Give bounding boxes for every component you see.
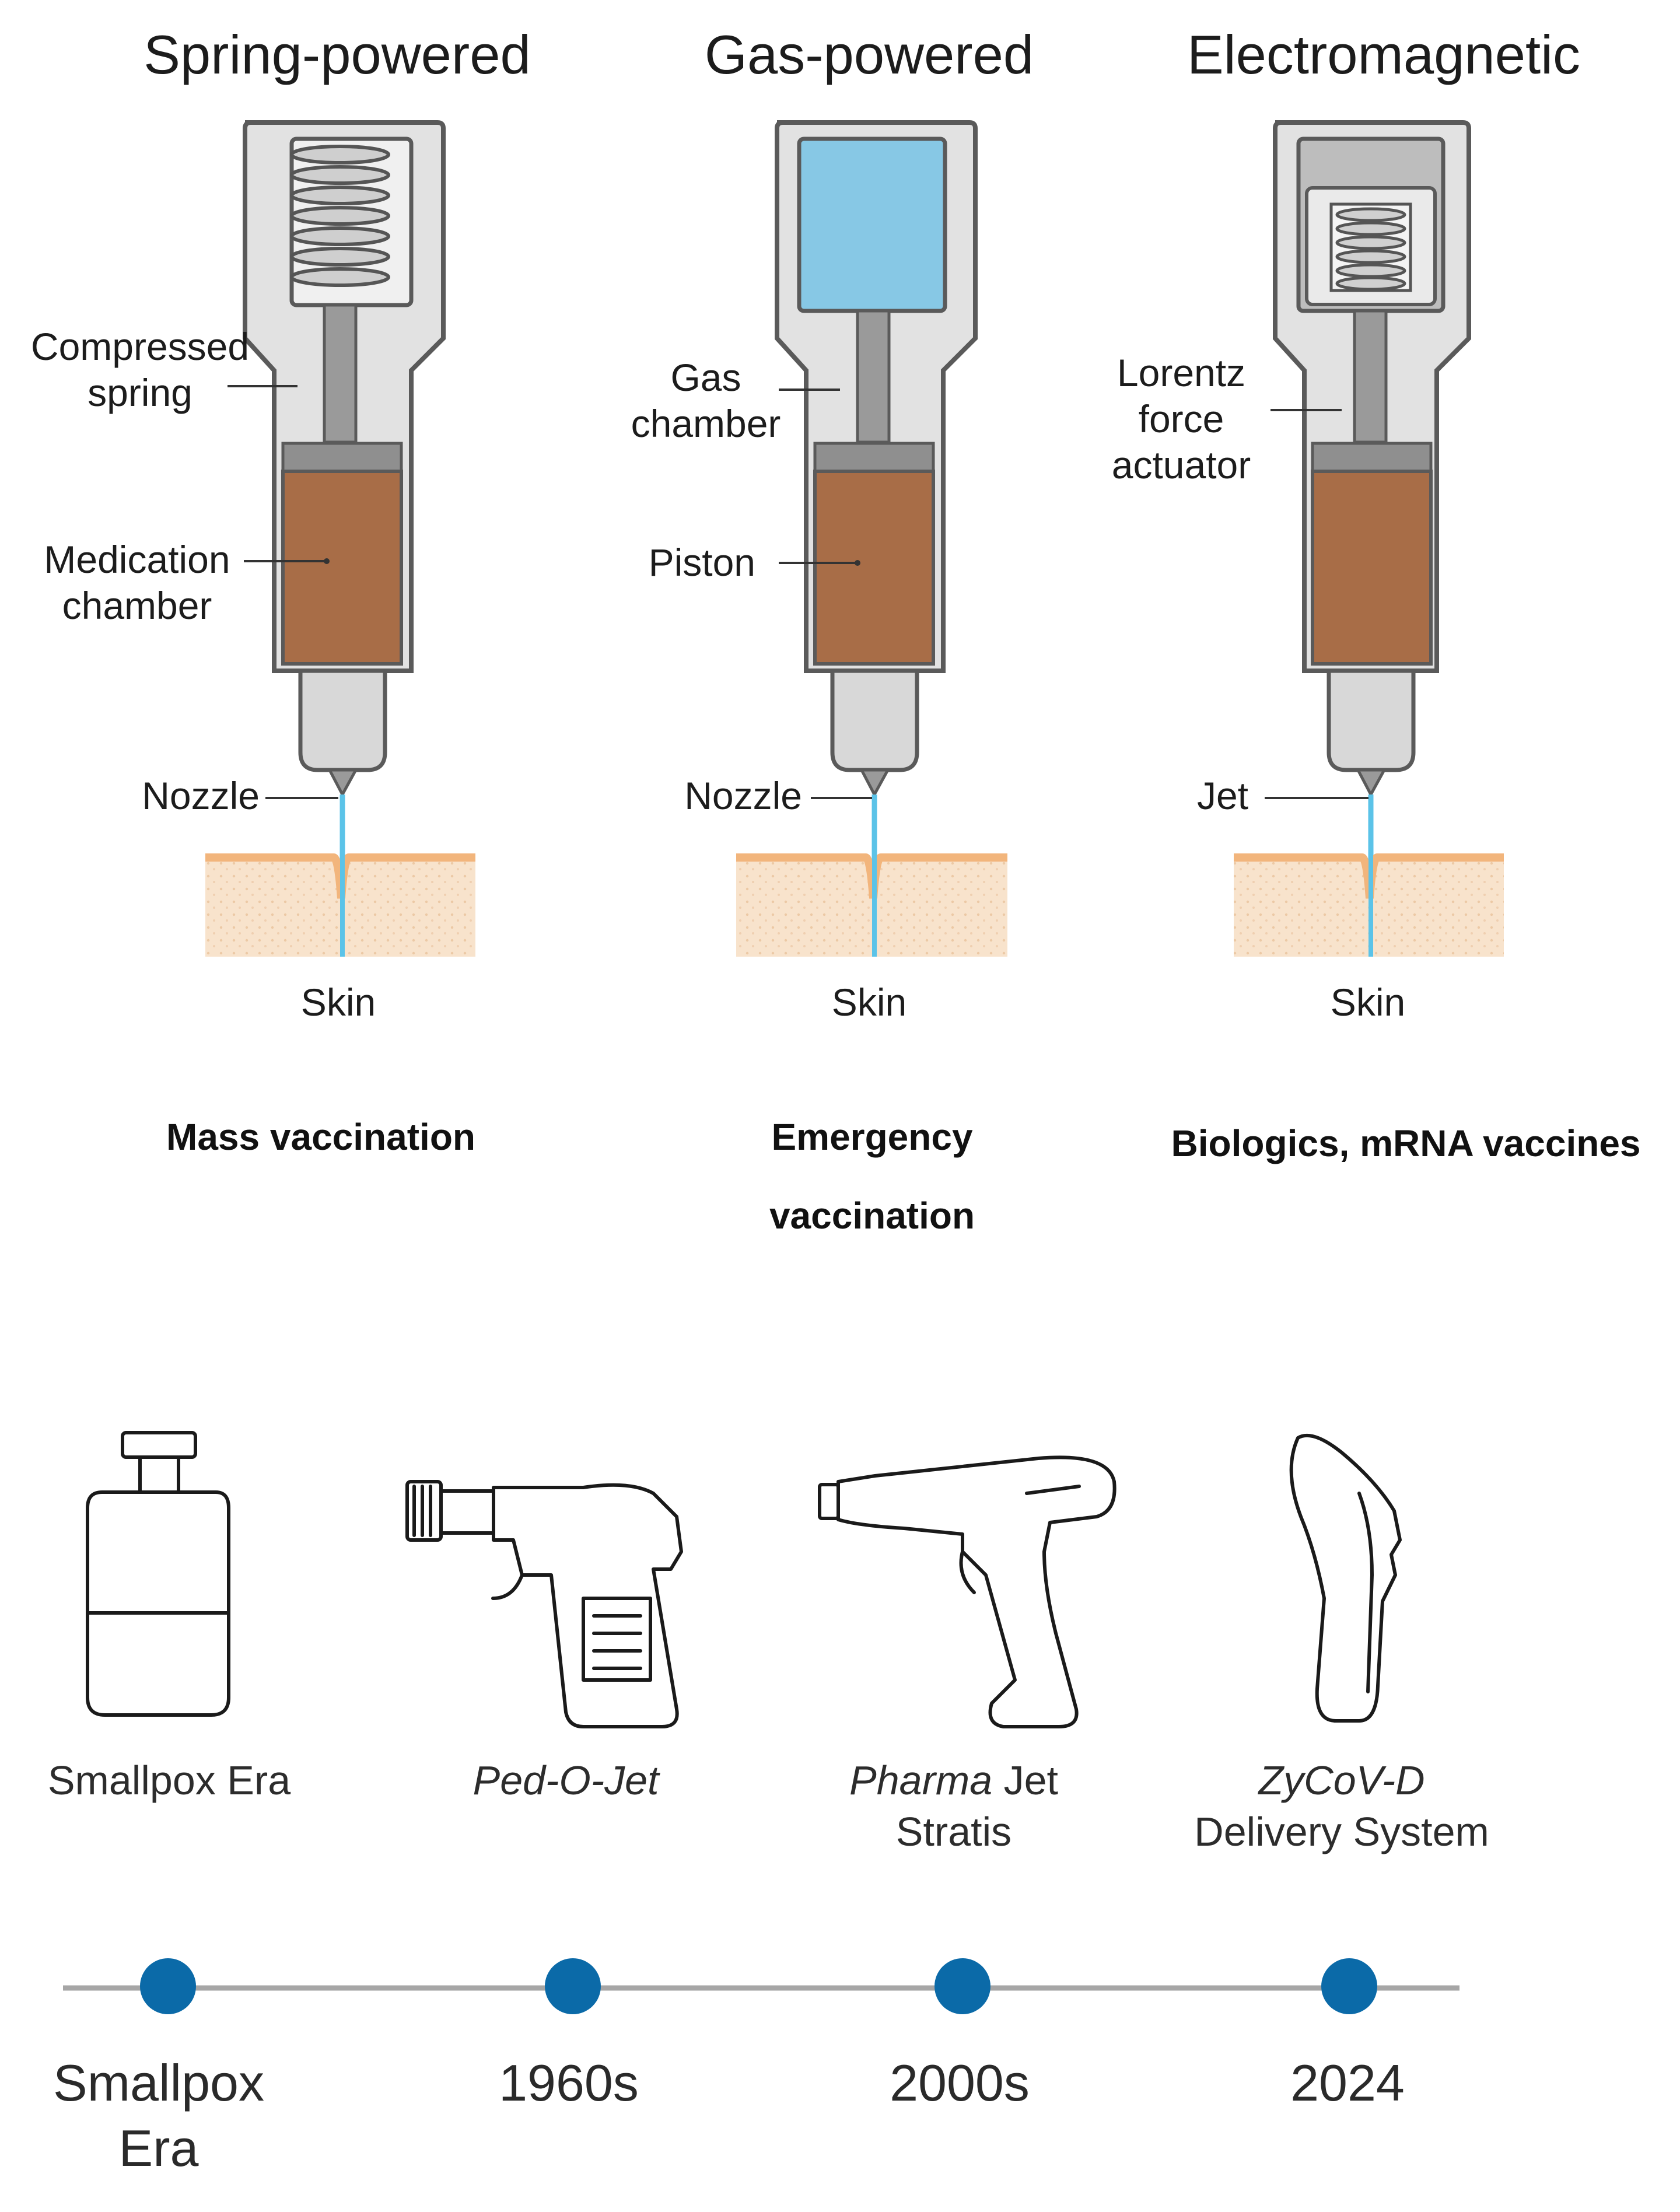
timeline-label-2024: 2024 — [1290, 2054, 1405, 2112]
nozzle-tip — [859, 768, 891, 798]
label-skin: Skin — [1330, 981, 1406, 1024]
title-gas-powered: Gas-powered — [704, 24, 1034, 85]
timeline-label-1960s: 1960s — [499, 2054, 639, 2112]
plunger-head — [813, 442, 935, 474]
gas-injector — [736, 120, 1007, 957]
timeline-label-2000s: 2000s — [890, 2054, 1030, 2112]
label-jet: Jet — [1196, 774, 1248, 817]
gas-reservoir — [797, 136, 947, 313]
vial-icon — [86, 1431, 230, 1717]
pistol-injector-icon — [818, 1455, 1116, 1728]
spring-injector — [205, 120, 475, 957]
label-compressed-spring: Compressed spring — [30, 325, 250, 415]
label-nozzle: Nozzle — [684, 774, 802, 817]
device-name-plain: Jet Stratis — [895, 1758, 1058, 1854]
device-label-pharmajet-stratis: Pharma Jet Stratis — [808, 1755, 1100, 1857]
device-name-plain: Delivery System — [1194, 1809, 1489, 1854]
nozzle-body — [830, 668, 919, 772]
device-label-ped-o-jet: Ped-O-Jet — [420, 1755, 712, 1806]
piston-chamber — [813, 470, 935, 666]
plunger-rod — [856, 309, 891, 444]
device-label-smallpox-era: Smallpox Era — [23, 1755, 315, 1806]
label-nozzle: Nozzle — [142, 774, 260, 817]
timeline-label-smallpox-era: Smallpox Era — [53, 2054, 264, 2177]
handheld-injector-icon — [1289, 1433, 1402, 1723]
timeline-dot — [935, 1958, 991, 2014]
plunger-head — [1311, 442, 1433, 474]
device-label-zycov-d: ZyCoV-D Delivery System — [1138, 1755, 1546, 1857]
device-name-italic: Ped-O-Jet — [473, 1758, 659, 1803]
label-lorentz-force-actuator: Lorentz force actuator — [1111, 351, 1251, 487]
title-electromagnetic: Electromagnetic — [1187, 24, 1580, 85]
nozzle-tip — [327, 768, 359, 798]
solenoid-coil-icon — [1329, 202, 1412, 292]
device-name-plain: Smallpox Era — [47, 1758, 291, 1803]
skin-block — [1234, 834, 1504, 957]
label-skin: Skin — [300, 981, 376, 1024]
spring-coil-icon — [290, 145, 390, 287]
label-gas-chamber: Gas chamber — [631, 356, 781, 446]
plunger-head — [281, 442, 403, 474]
medication-chamber — [281, 470, 403, 666]
plunger-rod — [323, 303, 358, 444]
device-name-italic: ZyCoV-D — [1258, 1758, 1425, 1803]
label-skin: Skin — [831, 981, 907, 1024]
nozzle-body — [1326, 668, 1416, 772]
use-case-biologics-mrna: Biologics, mRNA vaccines — [1171, 1122, 1641, 1164]
plunger-rod — [1353, 309, 1388, 444]
device-name-italic: Pharma — [849, 1758, 993, 1803]
skin-block — [205, 834, 475, 957]
use-case-mass-vaccination: Mass vaccination — [166, 1116, 475, 1158]
label-piston: Piston — [648, 541, 755, 584]
title-spring-powered: Spring-powered — [144, 24, 531, 85]
jet-gun-icon — [405, 1480, 683, 1728]
skin-block — [736, 834, 1007, 957]
electromagnetic-injector — [1234, 120, 1504, 957]
nozzle-body — [298, 668, 387, 772]
timeline-dot — [545, 1958, 601, 2014]
label-medication-chamber: Medication chamber — [44, 538, 230, 628]
timeline-dot — [140, 1958, 196, 2014]
nozzle-tip — [1355, 768, 1387, 798]
use-case-emergency-vaccination: Emergency vaccination — [769, 1116, 975, 1237]
medication-chamber — [1311, 470, 1433, 666]
timeline-dot — [1321, 1958, 1377, 2014]
